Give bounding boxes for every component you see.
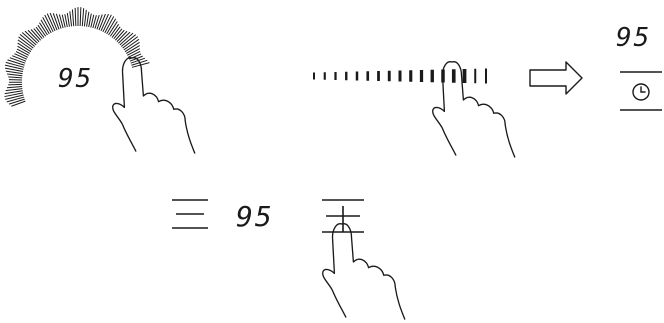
result-value-display: 95: [616, 23, 651, 53]
slider-segment: [388, 71, 391, 82]
dial-control[interactable]: 95: [4, 7, 149, 106]
slider-segment: [399, 71, 402, 82]
dial-tick: [9, 99, 25, 104]
dial-tick: [7, 86, 22, 87]
dial-tick: [11, 101, 25, 106]
dial-tick: [75, 8, 76, 26]
dial-tick: [87, 12, 89, 27]
dial-tick: [7, 74, 22, 76]
slider-segment: [345, 72, 347, 81]
timer-result-display: 95: [616, 23, 662, 110]
slider-segment: [356, 72, 359, 81]
dial-pointing-hand-icon: [113, 58, 195, 153]
stepper-value-display: 95: [236, 200, 274, 233]
dial-tick: [6, 89, 23, 91]
dial-tick: [70, 11, 72, 26]
slider-segment: [377, 71, 380, 81]
minus-icon: [172, 200, 208, 228]
slider-segment: [474, 69, 476, 84]
dial-tick: [121, 35, 135, 47]
slider-segment: [409, 70, 412, 82]
dial-tick: [84, 10, 86, 26]
plus-icon: [322, 200, 364, 232]
dial-tick: [72, 9, 73, 26]
dial-tick: [6, 62, 24, 67]
dial-tick: [8, 84, 22, 85]
stepper-pointing-hand-icon: [323, 224, 405, 319]
slider-segment: [366, 71, 369, 81]
dial-tick: [82, 8, 83, 26]
dial-tick: [20, 34, 35, 46]
slider-segment: [420, 70, 423, 82]
minus-button[interactable]: [172, 200, 208, 228]
dial-tick: [6, 71, 23, 74]
slider-segment: [431, 70, 434, 83]
dial-tick: [67, 13, 69, 27]
slider-segment: [324, 72, 326, 80]
slider-segment: [452, 69, 456, 83]
right-arrow-icon: [530, 62, 582, 94]
dial-tick: [65, 14, 67, 27]
dial-tick: [8, 77, 22, 78]
slider-pointing-hand-icon: [433, 62, 515, 157]
slider-segment: [463, 69, 467, 83]
dial-tick: [80, 7, 81, 26]
dial-tick: [7, 97, 24, 102]
dial-tick: [123, 37, 138, 48]
plus-button[interactable]: [322, 200, 364, 232]
dial-tick: [97, 15, 102, 30]
clock-icon: [633, 84, 649, 100]
slider-segment: [334, 72, 336, 80]
slider-segment: [485, 69, 487, 84]
dial-value-display: 95: [58, 64, 93, 94]
slider-segment: [313, 73, 315, 80]
dial-tick: [22, 32, 36, 44]
